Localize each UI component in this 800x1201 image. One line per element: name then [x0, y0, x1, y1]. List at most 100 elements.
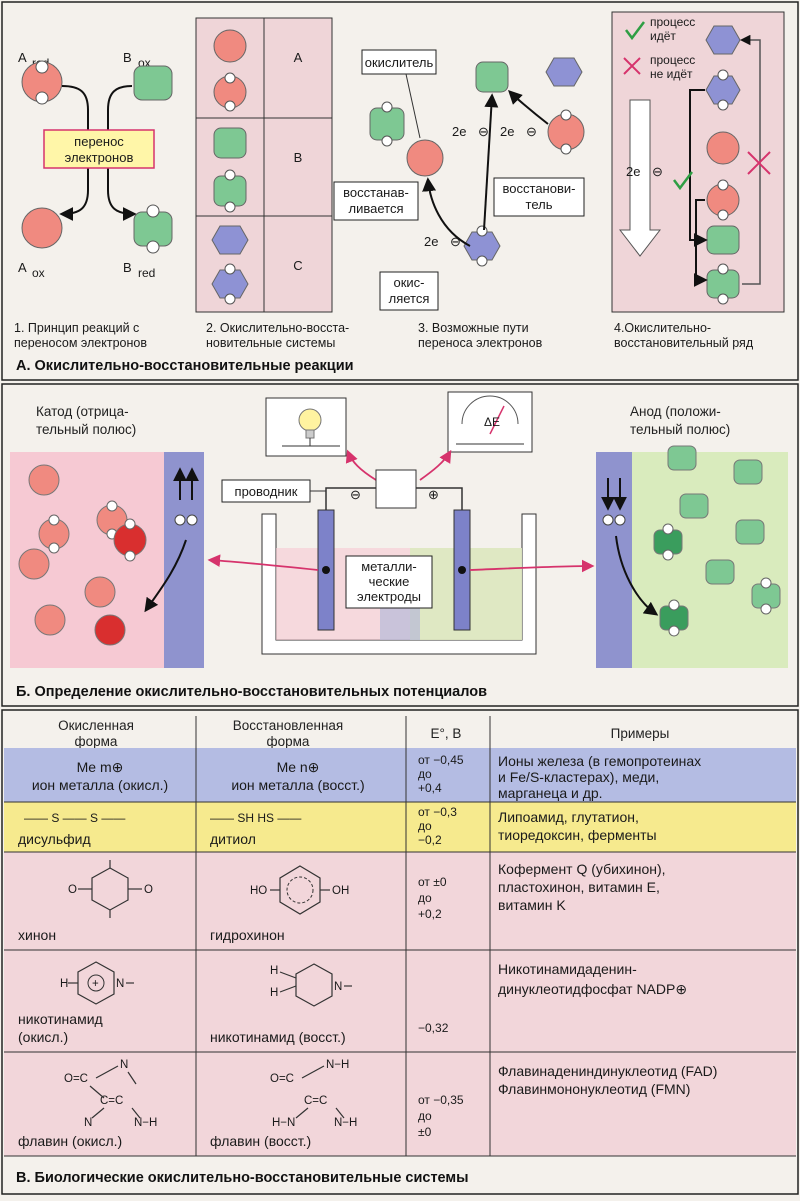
- caption-3-line1: 3. Возможные пути: [418, 321, 529, 335]
- quinone-name: хинон: [18, 927, 56, 943]
- cathode-label-2: тельный полюс): [36, 422, 136, 437]
- metal-example-1: Ионы железа (в гемопротеинах: [498, 753, 701, 769]
- quinone-example-3: витамин K: [498, 897, 566, 913]
- series-electron-sign: ⊖: [652, 164, 663, 179]
- row-nicotinamide: + H N никотинамид (окисл.) H H N никотин…: [18, 961, 687, 1045]
- reducer-label-2: тель: [526, 197, 553, 212]
- anode-label-2: тельный полюс): [630, 422, 730, 437]
- svg-text:H: H: [270, 965, 278, 977]
- quinone-pot-2: до: [418, 891, 432, 905]
- oxidizer-pointer: [405, 73, 421, 139]
- flavin-ox-structure: O=C N C=C N N−H: [64, 1059, 157, 1129]
- anode-solution: [596, 445, 788, 668]
- nicotinamide-example-1: Никотинамидаденин-: [498, 961, 637, 977]
- nicotinamide-ox-structure: + H N: [60, 961, 134, 1005]
- section-a-frame: [1, 1, 799, 381]
- flavin-pot-2: до: [418, 1109, 432, 1123]
- system-b-label: B: [294, 150, 303, 165]
- nicotinamide-pot: −0,32: [418, 1021, 449, 1035]
- metal-example-3: марганеца и др.: [498, 785, 603, 801]
- arrow-to-voltmeter: [419, 449, 452, 481]
- svg-text:C=C: C=C: [100, 1095, 123, 1107]
- nicotinamide-red-structure: H H N: [270, 963, 352, 1007]
- flavin-pot-1: от −0,35: [418, 1093, 464, 1107]
- disulfide-pot-2: до: [418, 819, 432, 833]
- svg-text:N−H: N−H: [334, 1117, 357, 1129]
- svg-text:H: H: [270, 987, 278, 999]
- svg-text:C=C: C=C: [304, 1095, 327, 1107]
- cathode-label-1: Катод (отрица-: [36, 404, 129, 419]
- transfer-box: перенос электронов: [43, 129, 155, 169]
- a-ox-label: A: [18, 260, 27, 275]
- nicotinamide-red-name: никотинамид (восст.): [210, 1029, 346, 1045]
- cross-icon: [623, 57, 641, 75]
- svg-text:OH: OH: [332, 885, 349, 897]
- molecule-green-left: [369, 101, 405, 147]
- quinone-example-1: Кофермент Q (убихинон),: [498, 861, 666, 877]
- caption-2-line2: новительные системы: [206, 336, 335, 350]
- flavin-example-1: Флавинадениндинуклеотид (FAD): [498, 1063, 717, 1079]
- dithiol-formula: —— SH HS ——: [210, 811, 301, 825]
- nicotinamide-ox-name-1: никотинамид: [18, 1011, 103, 1027]
- molecule-blue-center: [463, 225, 501, 267]
- reduced-box: [333, 181, 419, 221]
- metal-example-2: и Fe/S-кластерах), меди,: [498, 769, 659, 785]
- electrodes-label-1: металли-: [361, 559, 417, 574]
- header-reduced-2: форма: [267, 734, 310, 749]
- reducer-box: [493, 177, 585, 217]
- molecule-green-top: [475, 61, 509, 93]
- cathode-solution: [10, 452, 204, 668]
- flavin-ox-name: флавин (окисл.): [18, 1133, 122, 1149]
- section-b-title: Б. Определение окислительно-восстановите…: [16, 684, 487, 700]
- molecule-a-red: [21, 60, 63, 105]
- row-disulfide-band: [4, 802, 796, 852]
- oxidized-label-1: окис-: [393, 275, 424, 290]
- reducer-label-1: восстанови-: [503, 181, 576, 196]
- a-red-label: A: [18, 50, 27, 65]
- voltmeter-icon: ΔE: [447, 391, 533, 453]
- caption-4-line2: восстановительный ряд: [614, 336, 754, 350]
- series-electron-label: 2e: [626, 164, 640, 179]
- svg-text:N: N: [116, 978, 124, 990]
- svg-text:N: N: [120, 1059, 128, 1071]
- disulfide-pot-1: от −0,3: [418, 805, 457, 819]
- check-icon: [625, 21, 645, 41]
- anode-label-1: Анод (положи-: [630, 404, 721, 419]
- b-red-label: B: [123, 260, 132, 275]
- metal-pot-1: от −0,45: [418, 753, 464, 767]
- electron-sign-2: ⊖: [526, 124, 537, 139]
- reduced-label-1: восстанав-: [343, 185, 409, 200]
- quinone-pot-3: +0,2: [418, 907, 442, 921]
- arrow-blue-to-red: [422, 177, 471, 247]
- section-a: A red B ox перенос электронов: [1, 1, 799, 381]
- minus-sign: ⊖: [350, 487, 361, 502]
- metal-ox-name: ион металла (окисл.): [32, 777, 168, 793]
- table-header: Окисленная форма Восстановленная форма E…: [58, 718, 669, 749]
- reduced-label-2: ливается: [349, 201, 404, 216]
- lamp-icon: [265, 397, 347, 457]
- disulfide-example-2: тиоредоксин, ферменты: [498, 827, 657, 843]
- quinone-structure: O O: [68, 860, 153, 918]
- a-ox-sub: ox: [32, 266, 45, 280]
- panel-electron-paths: окислитель: [333, 49, 585, 350]
- arrow-to-anode: [469, 559, 595, 573]
- caption-2-line1: 2. Окислительно-восста-: [206, 321, 349, 335]
- panel-electron-transfer-principle: A red B ox перенос электронов: [14, 50, 173, 350]
- header-oxidized-2: форма: [75, 734, 118, 749]
- oxidizer-label: окислитель: [365, 55, 434, 70]
- section-c-title: В. Биологические окислительно-восстанови…: [16, 1170, 469, 1186]
- flavin-red-structure: O=C N−H C=C H−N N−H: [270, 1059, 357, 1129]
- cross-icon-series: [747, 151, 771, 175]
- transfer-label-2: электронов: [65, 150, 134, 165]
- dithiol-name: дитиол: [210, 831, 256, 847]
- svg-text:O=C: O=C: [270, 1073, 294, 1085]
- header-oxidized-1: Окисленная: [58, 718, 134, 733]
- arrow-to-cathode: [207, 554, 319, 571]
- molecule-b-red: [133, 204, 173, 254]
- electron-sign-1: ⊖: [478, 124, 489, 139]
- caption-3-line2: переноса электронов: [418, 336, 543, 350]
- oxidized-label-2: ляется: [389, 291, 430, 306]
- system-c-label: C: [293, 258, 302, 273]
- legend-no-2: не идёт: [650, 67, 693, 81]
- electron-label-2: 2e: [500, 124, 514, 139]
